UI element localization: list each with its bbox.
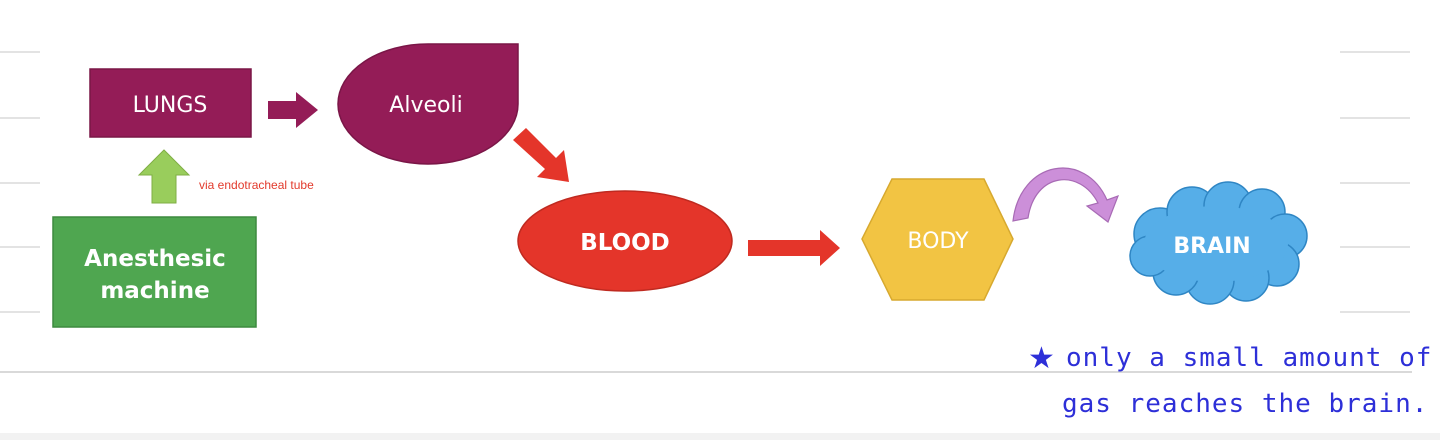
lungs-label: LUNGS [133, 93, 208, 118]
body-node: BODY [861, 178, 1014, 301]
machine-label-line1: Anesthesic [84, 246, 226, 272]
curved-arrow-icon [1012, 167, 1120, 223]
right-arrow-icon [268, 92, 318, 128]
page-bottom-strip [0, 433, 1440, 440]
body-label: BODY [907, 229, 969, 254]
handwritten-annotation: ★ only a small amount of gas reaches the… [1028, 341, 1432, 419]
diagonal-arrow-icon [513, 128, 569, 182]
ruled-lines-right [1340, 51, 1410, 313]
blood-node: BLOOD [517, 190, 733, 292]
alveoli-node: Alveoli [337, 43, 519, 165]
endotracheal-tube-note: via endotracheal tube [199, 178, 314, 192]
annotation-line2: gas reaches the brain. [1062, 389, 1428, 419]
blood-label: BLOOD [580, 230, 670, 256]
annotation-line1: only a small amount of [1066, 343, 1432, 373]
alveoli-label: Alveoli [389, 93, 462, 118]
up-arrow-icon [137, 149, 191, 204]
lungs-node: LUNGS [89, 68, 252, 138]
star-icon: ★ [1028, 341, 1055, 376]
brain-node: BRAIN [1129, 181, 1308, 305]
brain-label: BRAIN [1173, 234, 1250, 259]
ruled-lines-left [0, 51, 40, 313]
anesthesic-machine-node: Anesthesic machine [52, 216, 257, 328]
machine-label-line2: machine [100, 278, 209, 304]
right-arrow-icon [748, 230, 840, 266]
